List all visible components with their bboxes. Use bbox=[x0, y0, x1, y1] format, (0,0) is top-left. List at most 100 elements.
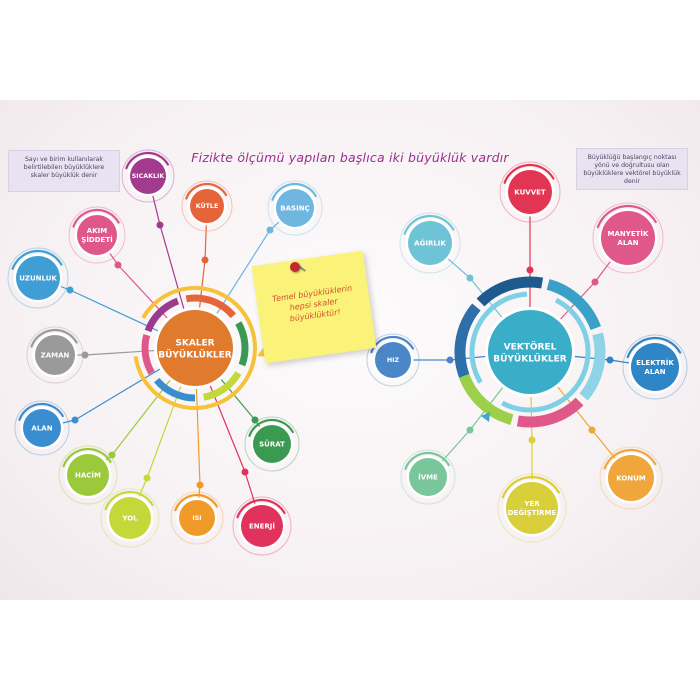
vector-halo-ring bbox=[497, 473, 567, 543]
vector-node-7: KONUM bbox=[529, 351, 663, 510]
scalar-arc-ring bbox=[18, 402, 64, 421]
scalar-bubble bbox=[190, 189, 224, 223]
scalar-ring-segment bbox=[141, 334, 155, 375]
vector-halo-ring bbox=[366, 333, 420, 387]
vector-connector-dot bbox=[588, 426, 596, 434]
vector-label: YER bbox=[523, 500, 540, 508]
scalar-label: ENERJİ bbox=[249, 521, 275, 530]
scalar-label: ŞİDDETİ bbox=[81, 235, 112, 244]
scalar-connector-dot bbox=[114, 261, 122, 269]
scalar-arc-ring bbox=[11, 249, 63, 270]
scalar-halo-ring bbox=[100, 488, 160, 548]
scalar-bubble bbox=[67, 454, 109, 496]
scalar-label: ALAN bbox=[31, 424, 52, 432]
scalar-halo-ring bbox=[121, 149, 175, 203]
scalar-connector-dot bbox=[196, 481, 204, 489]
vector-label: DEĞİŞTİRME bbox=[508, 508, 557, 517]
scalar-arc-ring bbox=[125, 151, 170, 170]
vector-inner-ring bbox=[469, 291, 591, 413]
scalar-connector-dot bbox=[241, 468, 249, 476]
vector-connector-dot bbox=[466, 274, 474, 282]
scalar-node-5: ZAMAN bbox=[26, 326, 196, 384]
scalar-halo-ring bbox=[7, 247, 69, 309]
vector-definition-note: Büyüklüğü başlangıç noktası yönü ve doğr… bbox=[576, 148, 688, 190]
scalar-node-0: SICAKLIK bbox=[121, 149, 196, 349]
scalar-ring-segment bbox=[154, 377, 196, 402]
vector-label: ALAN bbox=[644, 368, 665, 376]
vector-definition-text: Büyüklüğü başlangıç noktası yönü ve doğr… bbox=[583, 154, 681, 185]
vector-label: ELEKTRİK bbox=[636, 358, 674, 367]
scalar-halo-ring bbox=[267, 180, 323, 236]
scalar-definition-note: Sayı ve birim kullanılarak belirtilebile… bbox=[8, 150, 120, 192]
vector-label: KUVVET bbox=[514, 188, 546, 196]
scalar-bubble bbox=[241, 505, 283, 547]
vector-bubble bbox=[508, 170, 552, 214]
scalar-label: SÜRAT bbox=[259, 439, 285, 448]
scalar-connector-dot bbox=[156, 221, 164, 229]
scalar-hub-disc bbox=[157, 310, 233, 386]
scalar-label: KÜTLE bbox=[196, 201, 219, 210]
vector-label: İVME bbox=[418, 472, 438, 481]
scalar-arc-ring bbox=[248, 418, 294, 437]
vector-outer-segment bbox=[546, 279, 601, 331]
scalar-connector-dot bbox=[201, 256, 209, 264]
scalar-outer-ring bbox=[133, 286, 257, 410]
scalar-bubble bbox=[35, 335, 75, 375]
scalar-label: AKIM bbox=[87, 227, 107, 235]
vector-arc-ring bbox=[503, 163, 555, 184]
vector-hub-label: BÜYÜKLÜKLER bbox=[493, 354, 567, 365]
vector-arc-ring bbox=[404, 451, 450, 470]
scalar-bubble bbox=[109, 497, 151, 539]
vector-arc-ring bbox=[603, 448, 657, 470]
vector-bubble bbox=[375, 342, 411, 378]
scalar-label: SICAKLIK bbox=[132, 173, 166, 180]
scalar-arc-ring bbox=[30, 328, 78, 348]
scalar-label: UZUNLUK bbox=[19, 274, 57, 282]
scalar-halo-ring bbox=[170, 491, 224, 545]
scalar-bubble bbox=[23, 409, 61, 447]
vector-hub-disc bbox=[488, 310, 572, 394]
scalar-ring-segment bbox=[202, 371, 242, 401]
scalar-connector-dot bbox=[251, 416, 259, 424]
scalar-ring-segment bbox=[185, 294, 236, 319]
vector-halo-ring bbox=[499, 161, 561, 223]
scalar-arc-ring bbox=[174, 493, 219, 512]
vector-label: ALAN bbox=[617, 239, 638, 247]
scalar-bubble bbox=[276, 189, 314, 227]
scalar-connector-dot bbox=[108, 451, 116, 459]
scalar-arc-ring bbox=[271, 182, 317, 201]
scalar-arc-ring bbox=[72, 208, 120, 228]
scalar-label: ISI bbox=[192, 515, 201, 522]
vector-label: KONUM bbox=[616, 474, 646, 482]
scalar-node-6: ALAN bbox=[14, 347, 196, 456]
vector-bubble bbox=[409, 458, 447, 496]
scalar-node-8: YOL bbox=[100, 347, 196, 548]
vector-outer-segment bbox=[454, 303, 481, 378]
scalar-halo-ring bbox=[181, 180, 233, 232]
vector-halo-ring bbox=[599, 446, 663, 510]
vector-arc-ring bbox=[501, 475, 560, 499]
scalar-halo-ring bbox=[232, 496, 292, 556]
scalar-node-10: ENERJİ bbox=[194, 347, 292, 556]
vector-outer-segment bbox=[476, 276, 544, 307]
vector-node-5: İVME bbox=[400, 351, 531, 505]
scalar-node-1: KÜTLE bbox=[181, 180, 233, 349]
vector-outer-segment bbox=[579, 332, 606, 401]
scalar-halo-ring bbox=[26, 326, 84, 384]
vector-label: AĞIRLIK bbox=[414, 238, 446, 247]
vector-label: HIZ bbox=[387, 357, 400, 364]
scalar-hub-label: BÜYÜKLÜKLER bbox=[158, 350, 232, 361]
scalar-arc-ring bbox=[185, 182, 228, 200]
sticky-note: Temel büyüklüklerin hepsi skaler büyüklü… bbox=[251, 250, 377, 364]
scalar-definition-text: Sayı ve birim kullanılarak belirtilebile… bbox=[23, 156, 105, 179]
vector-ring-arrow-icon bbox=[481, 412, 490, 422]
vector-arc-ring bbox=[596, 204, 657, 229]
